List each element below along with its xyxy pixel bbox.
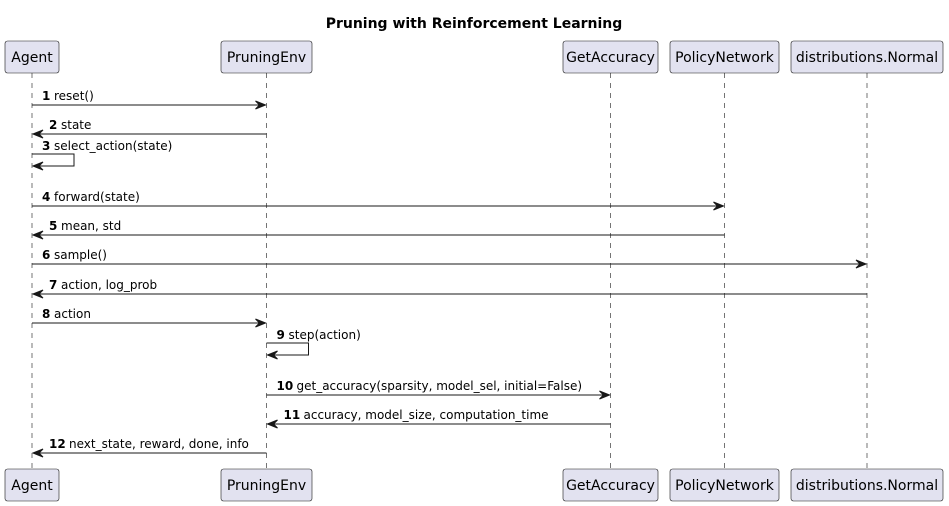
participant-label: GetAccuracy [566,50,655,66]
message-label: action [54,307,91,321]
message-line [266,342,309,356]
participant-env-bottom: PruningEnv [220,468,313,502]
message-number: 3 [42,139,50,153]
message-label: step(action) [289,328,361,342]
message-8: 8 action [32,307,267,328]
message-6: 6 sample() [32,248,868,269]
message-number: 5 [49,219,57,233]
participant-label: PruningEnv [227,478,306,494]
participant-label: PolicyNetwork [675,50,775,66]
participant-label: Agent [11,50,53,66]
message-9: 9 step(action) [266,328,361,360]
message-number: 12 [49,437,66,451]
message-label: reset() [54,89,94,103]
participant-normal-bottom: distributions.Normal [790,468,944,502]
participant-box [562,40,659,74]
message-number: 11 [284,408,301,422]
participant-box [4,468,60,502]
diagram-title: Pruning with Reinforcement Learning [326,16,623,32]
arrowhead [266,419,278,429]
message-4: 4 forward(state) [32,190,725,211]
participant-normal-top: distributions.Normal [790,40,944,74]
arrowhead [855,259,868,269]
participant-label: PruningEnv [227,50,306,66]
message-number: 6 [42,248,50,262]
participant-box [562,468,659,502]
participant-agent-bottom: Agent [4,468,60,502]
participant-policy-bottom: PolicyNetwork [669,468,780,502]
participant-acc-top: GetAccuracy [562,40,659,74]
participant-box [220,40,313,74]
arrowhead [31,129,44,139]
message-number: 1 [42,89,50,103]
arrowhead [713,201,725,211]
message-label: mean, std [61,219,121,233]
participant-label: PolicyNetwork [675,478,775,494]
arrowhead [266,350,278,360]
message-2: 2 state [31,118,267,139]
participant-label: distributions.Normal [796,50,938,66]
message-label: action, log_prob [61,278,157,292]
message-label: next_state, reward, done, info [69,437,249,451]
message-label: select_action(state) [54,139,172,153]
message-label: sample() [54,248,107,262]
participant-box [669,468,780,502]
message-3: 3 select_action(state) [31,139,172,171]
message-number: 8 [42,307,50,321]
message-7: 7 action, log_prob [31,278,867,299]
message-label: forward(state) [54,190,140,204]
arrowhead [31,289,44,299]
participant-label: distributions.Normal [796,478,938,494]
arrowhead [31,161,44,171]
message-number: 7 [49,278,57,292]
arrowhead [255,100,267,110]
participant-env-top: PruningEnv [220,40,313,74]
message-line [32,153,75,167]
participant-agent-top: Agent [4,40,60,74]
participant-box [4,40,60,74]
participant-box [669,40,780,74]
message-label: get_accuracy(sparsity, model_sel, initia… [297,379,583,393]
message-number: 10 [277,379,294,393]
participant-box [790,468,944,502]
participant-acc-bottom: GetAccuracy [562,468,659,502]
participant-policy-top: PolicyNetwork [669,40,780,74]
message-1: 1 reset() [32,89,267,110]
message-label: state [61,118,91,132]
message-number: 4 [42,190,50,204]
message-5: 5 mean, std [31,219,725,240]
arrowhead [599,390,611,400]
participant-box [790,40,944,74]
arrowhead [31,230,44,240]
participant-box [220,468,313,502]
arrowhead [31,448,44,458]
message-number: 9 [277,328,285,342]
participant-label: GetAccuracy [566,478,655,494]
message-label: accuracy, model_size, computation_time [304,408,549,422]
arrowhead [255,318,267,328]
participant-label: Agent [11,478,53,494]
message-number: 2 [49,118,57,132]
